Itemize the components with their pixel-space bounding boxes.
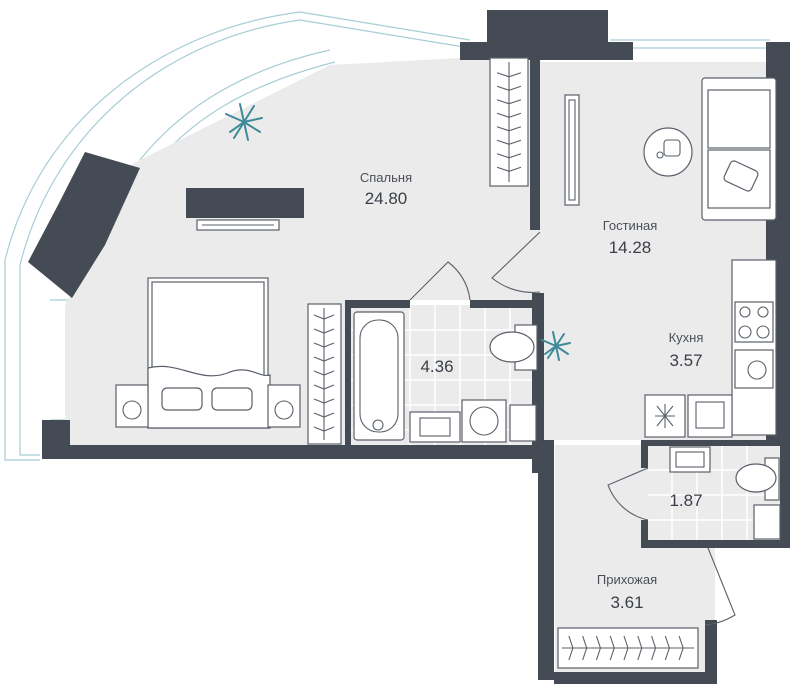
wc-door	[607, 467, 649, 521]
bedroom-name: Спальня	[360, 170, 412, 185]
living-furniture	[564, 77, 777, 221]
hanger-mark	[496, 166, 522, 172]
sofa-cushion	[723, 160, 759, 192]
bathtub	[353, 311, 405, 441]
room-labels: Спальня 24.80 Гостиная 14.28 Кухня 3.57 …	[360, 170, 704, 612]
bedroom-furniture	[115, 57, 529, 445]
pillow	[211, 387, 253, 411]
tv	[564, 94, 580, 206]
pillow	[161, 387, 203, 411]
toilet	[489, 331, 535, 363]
entrance-door	[704, 547, 736, 626]
living-name: Гостиная	[603, 218, 658, 233]
kitchen-sink	[687, 394, 733, 438]
bathroom-fixtures	[353, 311, 538, 443]
hanger-mark	[313, 342, 335, 348]
bathroom-sink	[409, 411, 461, 443]
hallway-area: 3.61	[610, 593, 643, 612]
hanger-mark	[313, 398, 335, 404]
wc-sink	[669, 446, 711, 473]
kitchen-name: Кухня	[669, 330, 704, 345]
nightstand-left	[115, 384, 149, 428]
kitchen-counter	[731, 259, 777, 436]
bathroom-shaft	[509, 404, 537, 442]
wc-area: 1.87	[669, 491, 702, 510]
bathroom-door	[409, 261, 471, 301]
hanger-mark	[313, 370, 335, 376]
washing-machine	[461, 399, 507, 443]
wc-toilet	[735, 463, 777, 493]
walls	[28, 10, 790, 684]
hanger-mark	[496, 112, 522, 118]
hallway-name: Прихожая	[597, 572, 657, 587]
hallway-wardrobe-hangers	[568, 635, 684, 661]
hanger-mark	[609, 635, 615, 661]
hanger-mark	[678, 635, 684, 661]
hanger-mark	[496, 126, 522, 132]
hanger-mark	[568, 635, 574, 661]
hanger-mark	[595, 635, 602, 661]
bedroom-area: 24.80	[365, 189, 408, 208]
hanger-mark	[313, 314, 335, 320]
hanger-mark	[496, 139, 522, 145]
wardrobe-bedroom-hangers	[313, 314, 335, 432]
hanger-mark	[313, 384, 335, 390]
doors	[409, 231, 736, 626]
dishwasher	[734, 349, 774, 389]
kitchen-furniture	[644, 259, 777, 438]
hanger-mark	[664, 635, 670, 661]
hanger-mark	[313, 412, 335, 418]
plant-icon	[225, 103, 263, 141]
hanger-mark	[313, 328, 335, 334]
coffee-table	[643, 127, 693, 177]
hanger-mark	[496, 99, 522, 105]
plant-icon	[541, 331, 571, 361]
hanger-mark	[313, 426, 335, 432]
kitchen-area: 3.57	[669, 351, 702, 370]
living-area: 14.28	[609, 238, 652, 257]
hanger-mark	[496, 153, 522, 159]
hanger-mark	[623, 635, 629, 661]
wardrobe-top-hangers	[496, 72, 522, 172]
hanger-mark	[637, 635, 643, 661]
bathroom-area: 4.36	[420, 357, 453, 376]
hanger-mark	[582, 635, 588, 661]
hanger-mark	[496, 72, 522, 78]
hanger-mark	[651, 635, 657, 661]
nightstand-right	[267, 384, 301, 428]
living-door	[491, 231, 541, 293]
hanger-mark	[496, 85, 522, 91]
hanger-mark	[313, 356, 335, 362]
wc-shaft	[753, 504, 781, 540]
wc-fixtures	[669, 446, 781, 540]
